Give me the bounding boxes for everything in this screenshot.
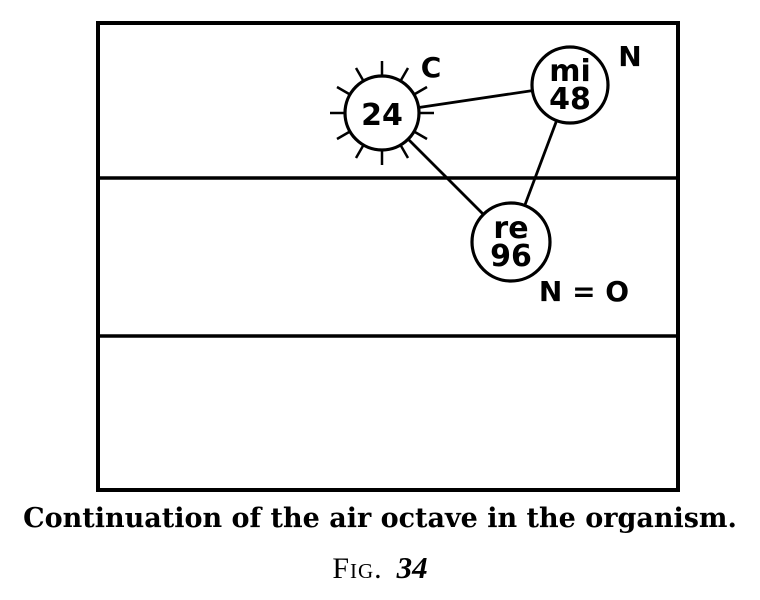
node-re96-note: re xyxy=(493,211,528,246)
node-circle-mi48 xyxy=(530,45,610,125)
sun-rays-icon xyxy=(330,61,434,165)
figure-number-line: Fig. 34 xyxy=(0,550,760,591)
node-mi48-number: 48 xyxy=(549,82,591,117)
node-circle-re96 xyxy=(470,201,552,283)
node-re96-number: 96 xyxy=(490,239,532,274)
node-mi48-note: mi xyxy=(549,54,591,89)
label-c: C xyxy=(421,51,442,84)
figure-caption: Continuation of the air octave in the or… xyxy=(23,503,737,534)
label-n: N xyxy=(618,40,641,73)
node-circle-24 xyxy=(343,74,421,152)
fig-label: Fig. xyxy=(332,552,383,585)
node-24-number: 24 xyxy=(361,98,403,133)
fig-number: 34 xyxy=(396,550,428,585)
label-n-equals-o: N = O xyxy=(539,275,629,308)
diagram-frame xyxy=(96,21,680,492)
